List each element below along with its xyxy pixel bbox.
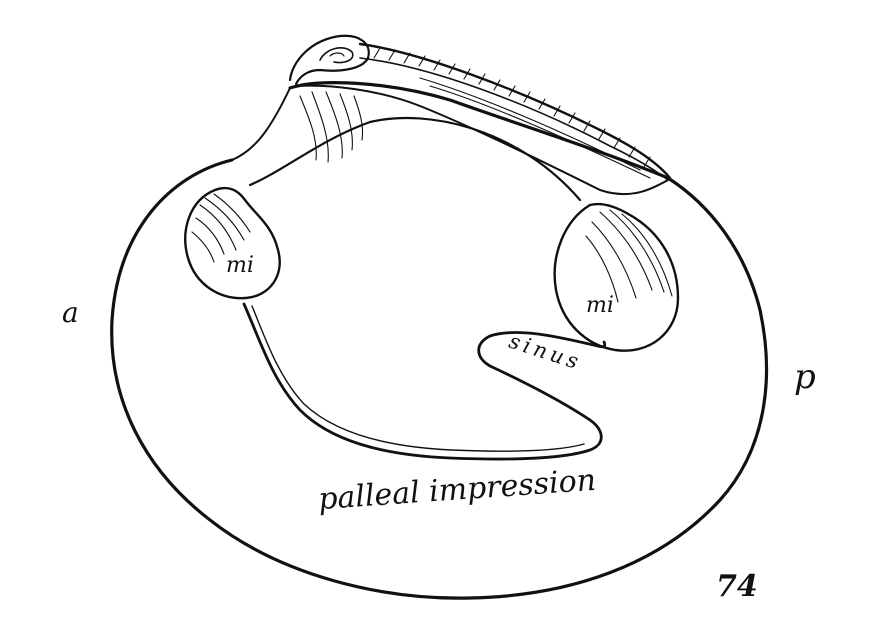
hinge-interior-outline [231,87,291,161]
interior-boundary [248,116,582,202]
muscle-label-right: mi [586,293,614,318]
shell-outline [110,81,769,600]
pallial-line-inner [251,305,585,452]
figure-number: 74 [716,569,758,604]
anterior-muscle-scar: mi [184,186,281,300]
pallial-line [242,302,607,461]
anterior-label: a [62,296,79,329]
posterior-label: p [794,357,816,397]
muscle-label-left: mi [226,253,254,278]
pallial-impression-label: palleal impression [317,463,597,517]
hinge-plate [295,84,669,196]
hinge-ligament [358,42,672,181]
posterior-muscle-scar: mi [553,202,680,352]
umbo [288,34,370,86]
